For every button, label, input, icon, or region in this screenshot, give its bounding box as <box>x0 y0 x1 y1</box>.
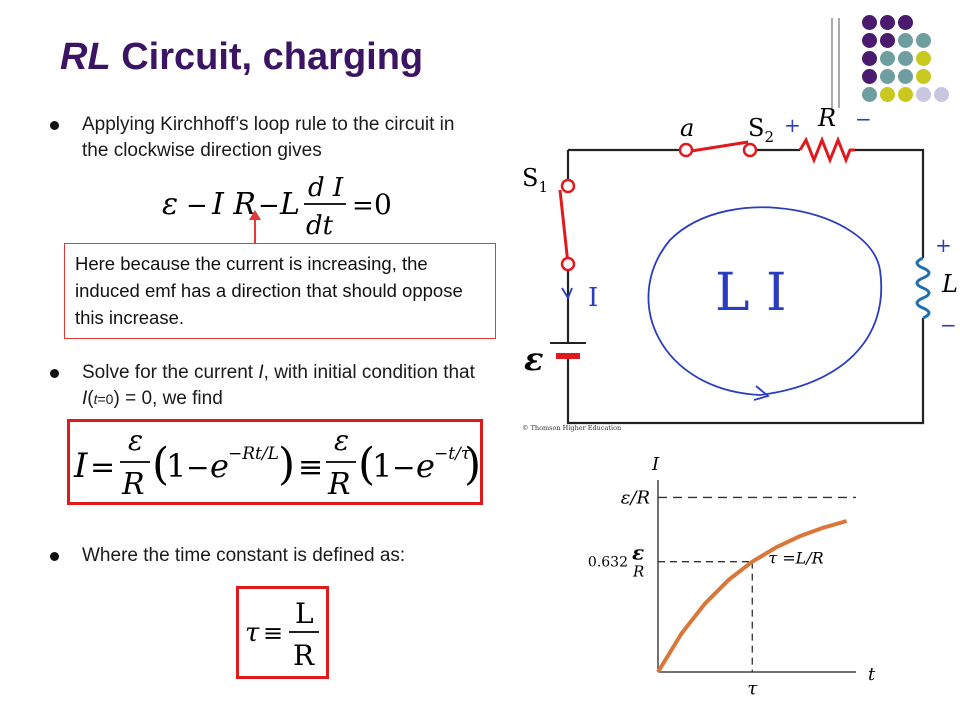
svg-text:1: 1 <box>372 447 392 485</box>
battery-plate-short <box>556 353 580 359</box>
label-a: a <box>680 114 694 142</box>
svg-text:R: R <box>293 639 315 672</box>
y-tick-frac-num: ε <box>632 541 644 565</box>
circuit-wires <box>566 148 925 425</box>
svg-text:ε: ε <box>128 424 143 457</box>
tau-equation: τ ≡ L R <box>245 597 319 672</box>
hand-minus-r: − <box>855 107 872 131</box>
current-vs-time-chart: I t ε/R 0.632 ε R τ τ =L/R <box>588 454 876 699</box>
decor-line-2 <box>838 18 840 108</box>
svg-text:−: − <box>186 191 208 221</box>
tau-annotation: τ =L/R <box>768 549 823 568</box>
svg-text:): ) <box>278 439 295 490</box>
switch-s1-contact-top <box>560 178 576 194</box>
label-r: R <box>817 104 836 132</box>
svg-text:−Rt/L: −Rt/L <box>228 444 279 464</box>
label-l: L <box>941 270 958 298</box>
svg-text:−: − <box>186 451 209 484</box>
switch-s1-contact-bottom <box>560 256 576 272</box>
svg-text:ε: ε <box>334 424 349 457</box>
switch-s2-contact-a <box>678 142 694 158</box>
svg-text:I: I <box>73 446 88 486</box>
slide-title: RL Circuit, charging <box>60 36 424 78</box>
tau-equation-box <box>236 586 329 679</box>
handwritten-annotations <box>561 206 883 401</box>
svg-text:d I: d I <box>308 173 344 203</box>
svg-text:ε: ε <box>162 187 178 222</box>
series-current-curve <box>656 519 848 674</box>
svg-text:e: e <box>210 447 229 485</box>
hand-current-i: I <box>588 283 598 313</box>
svg-text:(: ( <box>152 439 169 490</box>
svg-text:=: = <box>352 191 374 221</box>
svg-text:L: L <box>279 187 300 222</box>
svg-text:−: − <box>392 451 415 484</box>
bullet-solve: Solve for the current I, with initial co… <box>50 360 482 412</box>
hand-tick <box>561 287 573 301</box>
switch-s2-contact <box>742 142 758 158</box>
svg-text:≡: ≡ <box>298 450 323 485</box>
bullet-dot <box>50 369 59 378</box>
y-tick-0632: 0.632 <box>588 555 628 571</box>
hand-loop-arrow <box>647 206 883 396</box>
y-axis-label: I <box>651 454 660 475</box>
note-arrow <box>249 210 261 246</box>
current-equation-box <box>67 419 483 505</box>
hand-plus-r: + <box>784 113 801 137</box>
current-equation: I = ε R ( 1 − e −Rt/L ) ≡ ε R ( 1 − e −t… <box>73 424 480 502</box>
resistor-symbol <box>798 135 855 165</box>
induced-emf-note: Here because the current is increasing, … <box>64 243 496 339</box>
svg-text:(: ( <box>358 439 375 490</box>
label-s2: S2 <box>748 114 774 146</box>
bullet-dot <box>50 552 59 561</box>
svg-text:≡: ≡ <box>263 619 283 647</box>
bullet-time-constant: Where the time constant is defined as: <box>50 543 502 569</box>
svg-text:=: = <box>90 450 115 485</box>
x-tick-tau: τ <box>747 678 758 699</box>
bullet-kirchhoff: Applying Kirchhoff’s loop rule to the ci… <box>50 112 482 164</box>
svg-text:−t/τ: −t/τ <box>434 444 471 464</box>
decor-line-1 <box>831 18 833 108</box>
rl-circuit-diagram: S1 S2 a R L ε © Thomson Higher Education… <box>522 104 958 432</box>
hand-label-li: L I <box>715 263 787 323</box>
inductor-symbol <box>915 256 931 320</box>
svg-text:dt: dt <box>306 211 334 241</box>
svg-text:e: e <box>416 447 435 485</box>
svg-text:R: R <box>121 467 145 502</box>
svg-text:1: 1 <box>166 447 186 485</box>
switch-s2-lever <box>684 140 749 154</box>
y-tick-emf-over-r: ε/R <box>621 487 650 508</box>
svg-text:): ) <box>464 439 480 490</box>
hand-plus-l: + <box>935 233 952 257</box>
x-axis-label: t <box>868 664 876 685</box>
copyright-note: © Thomson Higher Education <box>522 424 621 432</box>
y-tick-frac-den: R <box>632 563 644 581</box>
hand-minus-l: − <box>940 313 957 337</box>
svg-text:R: R <box>327 467 351 502</box>
kirchhoff-equation: ε − I R − L d I dt = 0 <box>162 173 390 241</box>
label-s1: S1 <box>522 164 548 196</box>
label-emf: ε <box>524 340 543 378</box>
svg-text:L: L <box>295 597 314 630</box>
svg-text:τ: τ <box>245 618 260 648</box>
bullet-dot <box>50 121 59 130</box>
svg-text:−: − <box>258 191 280 221</box>
switch-s1-lever <box>558 189 570 265</box>
svg-text:I R: I R <box>211 187 256 222</box>
svg-text:0: 0 <box>374 188 390 221</box>
